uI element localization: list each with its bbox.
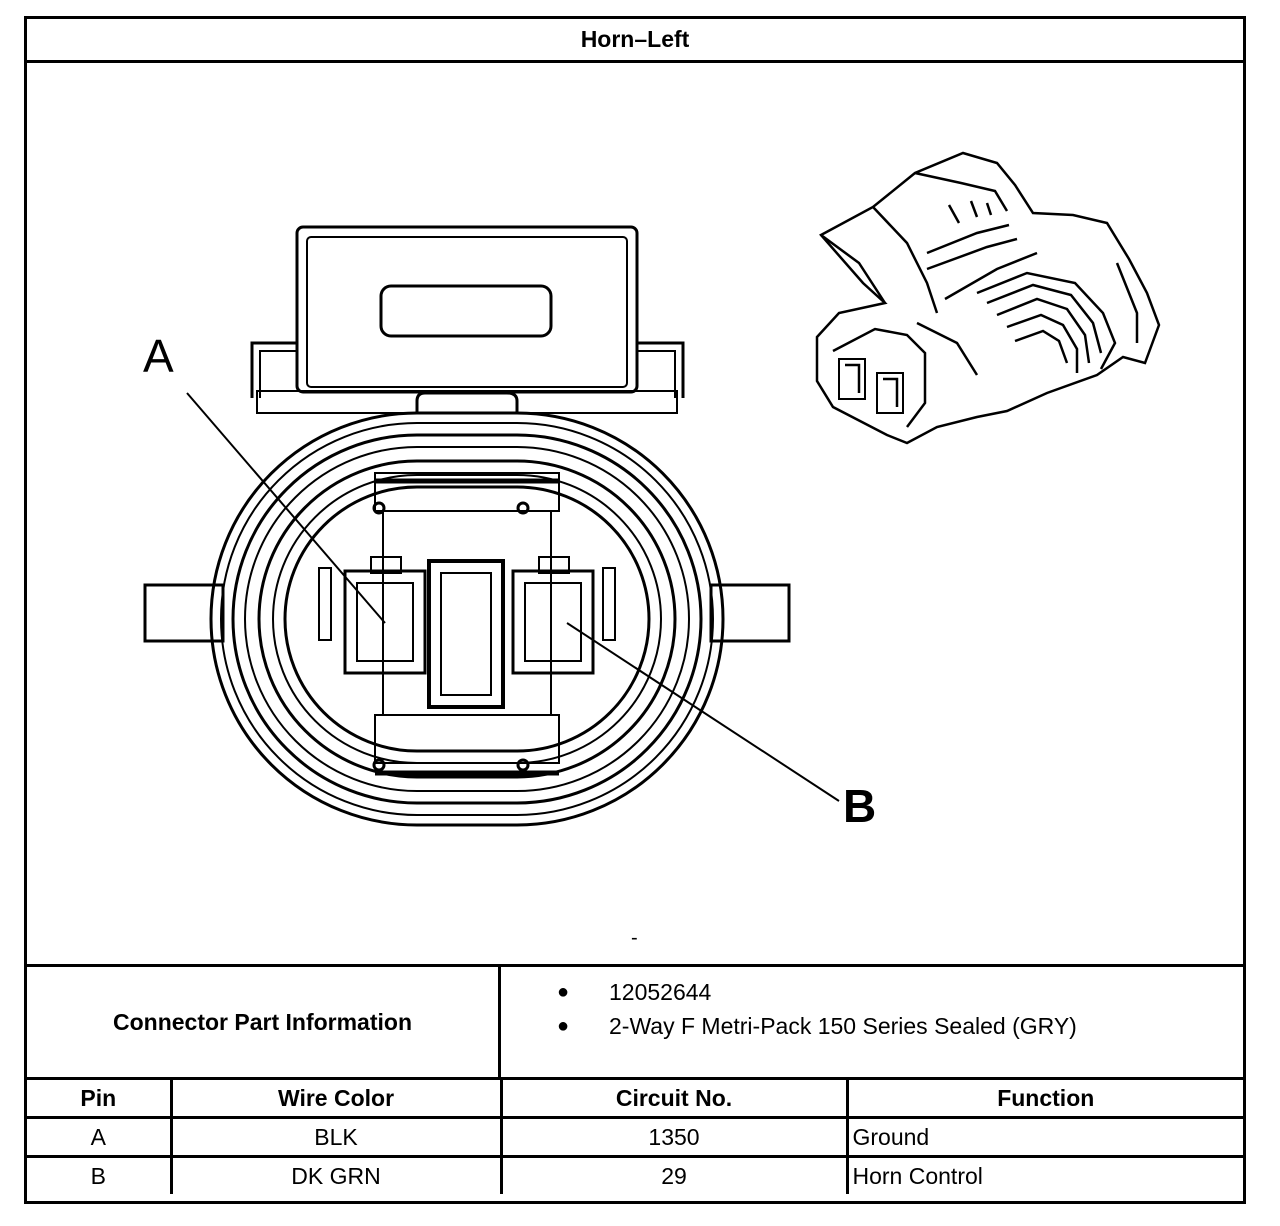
pin-cell: B bbox=[27, 1155, 173, 1194]
connector-face-drawing bbox=[143, 151, 1161, 827]
diagram-footnote: - bbox=[631, 927, 638, 949]
header-circuit-no: Circuit No. bbox=[499, 1080, 849, 1119]
pin-cell: A bbox=[27, 1116, 173, 1158]
callout-b: B bbox=[843, 780, 877, 832]
wire-color-cell: BLK bbox=[169, 1116, 503, 1158]
circuit-cell: 1350 bbox=[499, 1116, 849, 1158]
pin-table-header: Pin Wire Color Circuit No. Function bbox=[27, 1080, 1243, 1119]
cavity-b bbox=[511, 569, 595, 675]
header-pin: Pin bbox=[27, 1080, 173, 1119]
right-ear bbox=[709, 583, 791, 643]
connector-sheet: Horn–Left bbox=[24, 16, 1246, 1204]
connector-diagram: A B bbox=[27, 63, 1243, 964]
leader-b bbox=[566, 622, 840, 802]
part-number-item: ● 12052644 bbox=[501, 975, 1243, 1009]
sheet-title: Horn–Left bbox=[27, 19, 1243, 63]
lock-window bbox=[379, 284, 553, 338]
wire-color-cell: DK GRN bbox=[169, 1155, 503, 1194]
circuit-cell: 29 bbox=[499, 1155, 849, 1194]
function-cell: Ground bbox=[845, 1116, 1243, 1158]
connector-description: 2-Way F Metri-Pack 150 Series Sealed (GR… bbox=[609, 1013, 1077, 1039]
bullet-icon: ● bbox=[557, 981, 570, 1003]
connector-info-label: Connector Part Information bbox=[27, 967, 501, 1077]
outer-seal bbox=[209, 411, 725, 827]
left-ear bbox=[143, 583, 225, 643]
table-row: A BLK 1350 Ground bbox=[27, 1116, 1243, 1158]
part-number: 12052644 bbox=[609, 979, 712, 1005]
leader-a bbox=[186, 392, 386, 624]
function-cell: Horn Control bbox=[845, 1155, 1243, 1194]
callout-a: A bbox=[143, 330, 174, 382]
header-wire-color: Wire Color bbox=[169, 1080, 503, 1119]
header-function: Function bbox=[845, 1080, 1243, 1119]
table-row: B DK GRN 29 Horn Control bbox=[27, 1155, 1243, 1194]
bullet-icon: ● bbox=[557, 1015, 570, 1037]
pin-table: Pin Wire Color Circuit No. Function A BL… bbox=[27, 1080, 1243, 1194]
connector-info-list: ● 12052644 ● 2-Way F Metri-Pack 150 Seri… bbox=[501, 975, 1243, 1043]
connector-iso-view bbox=[815, 151, 1161, 445]
connector-description-item: ● 2-Way F Metri-Pack 150 Series Sealed (… bbox=[501, 1009, 1243, 1043]
center-divider bbox=[427, 559, 505, 709]
cavity-a bbox=[343, 569, 427, 675]
housing-lock-tab bbox=[295, 225, 639, 394]
connector-info-row: Connector Part Information ● 12052644 ● … bbox=[27, 964, 1243, 1080]
